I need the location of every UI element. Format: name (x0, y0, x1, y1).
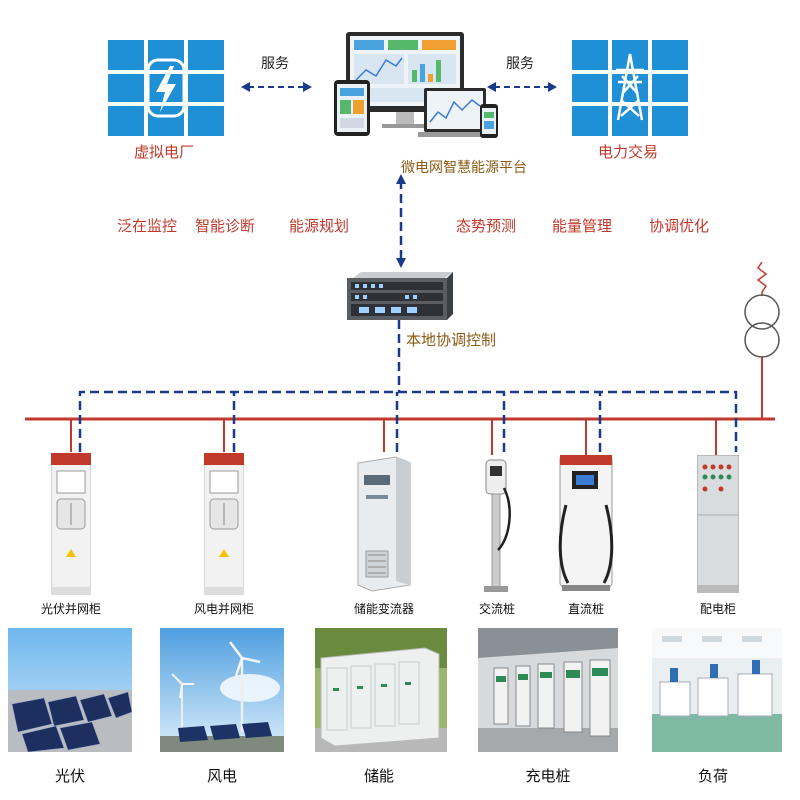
function-energy-mgmt: 能量管理 (552, 217, 613, 235)
controller-label: 本地协调控制 (406, 331, 497, 349)
equipment-label-wind: 风电并网柜 (193, 602, 254, 616)
solar-photo (8, 628, 132, 752)
platform-label: 微电网智慧能源平台 (401, 160, 527, 176)
trade-label: 电力交易 (598, 143, 659, 161)
platform-devices (332, 30, 502, 150)
controller-device (345, 270, 455, 322)
equipment-label-pv: 光伏并网柜 (40, 602, 101, 616)
function-forecast: 态势预测 (456, 217, 517, 235)
source-label-wind: 风电 (206, 767, 237, 785)
equipment-label-distribution: 配电柜 (699, 602, 736, 616)
pv-grid-cabinet (50, 452, 92, 596)
function-monitoring: 泛在监控 (117, 217, 178, 235)
source-label-storage: 储能 (363, 767, 394, 785)
comm-network (78, 180, 738, 452)
arrow-up (396, 174, 406, 184)
dc-charger (554, 454, 618, 593)
source-label-solar: 光伏 (54, 767, 85, 785)
distribution-cabinet (696, 454, 740, 594)
charging-photo (478, 628, 618, 752)
lightning-icon (108, 40, 224, 136)
vpp-label: 虚拟电厂 (134, 143, 195, 161)
load-photo (652, 628, 782, 752)
function-diagnosis: 智能诊断 (195, 217, 256, 235)
service-right-label: 服务 (506, 56, 534, 72)
storage-photo (315, 628, 447, 752)
server-rack-icon (347, 272, 453, 320)
function-planning: 能源规划 (289, 217, 350, 235)
trade-panel (572, 40, 688, 136)
source-label-load: 负荷 (697, 767, 728, 785)
ac-charger (480, 458, 516, 594)
wind-grid-cabinet (203, 452, 245, 596)
wind-photo (160, 628, 284, 752)
power-drops (70, 419, 717, 455)
function-optimization: 协调优化 (649, 217, 710, 235)
storage-converter (356, 455, 412, 593)
monitor-icon (334, 32, 498, 138)
source-label-charging: 充电桩 (525, 767, 571, 785)
arrow-down (396, 258, 406, 268)
pylon-icon (572, 40, 688, 136)
equipment-label-ac: 交流桩 (478, 602, 515, 616)
service-arrowheads (241, 82, 557, 92)
equipment-label-dc: 直流桩 (567, 602, 604, 616)
vpp-panel (108, 40, 224, 136)
equipment-label-storage: 储能变流器 (353, 602, 414, 616)
service-left-label: 服务 (261, 56, 289, 72)
transformer-icon (740, 261, 784, 380)
